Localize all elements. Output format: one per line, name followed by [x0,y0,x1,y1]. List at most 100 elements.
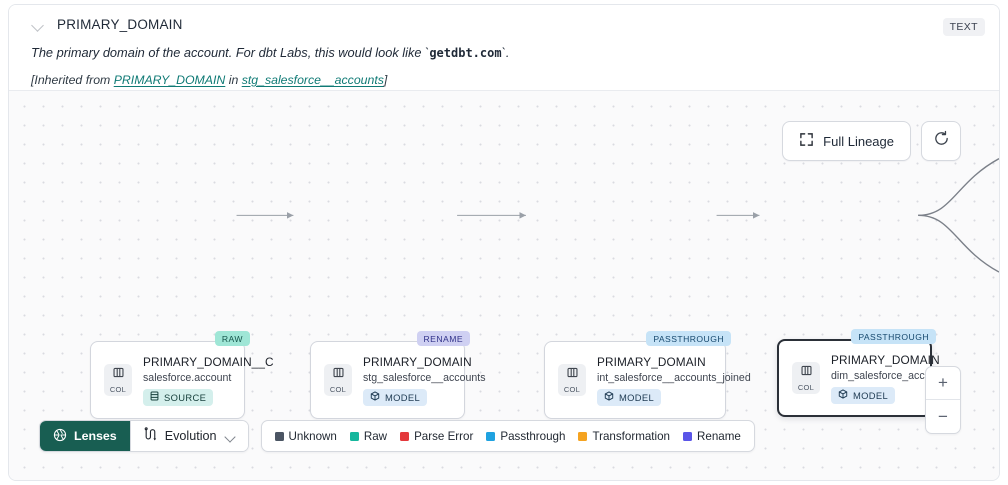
node-subtitle: int_salesforce__accounts_joined [597,371,751,384]
columns-icon [332,366,345,384]
lineage-legend: Unknown Raw Parse Error Passthrough [260,420,755,452]
node-body: COL PRIMARY_DOMAIN dim_salesforce_accoun… [779,341,951,415]
inherited-column-link[interactable]: PRIMARY_DOMAIN [113,73,226,87]
canvas-bottom-toolbar: Lenses Evolution [39,420,755,452]
node-kind-badge: MODEL [363,388,428,406]
inherited-suffix: ] [383,73,388,87]
legend-swatch [683,431,692,441]
node-kind-badge: SOURCE [143,388,214,406]
lenses-evolution-segment: Lenses Evolution [39,420,249,452]
node-tag: RENAME [416,331,470,346]
lenses-button[interactable]: Lenses [40,421,130,451]
aperture-icon [53,428,67,445]
chevron-down-icon[interactable] [31,18,45,32]
legend-swatch [486,431,496,441]
type-badge: TEXT [942,18,985,36]
legend-label: Rename [697,429,741,443]
canvas-top-controls: Full Lineage [782,121,961,161]
node-text: PRIMARY_DOMAIN stg_salesforce__accounts … [363,354,486,406]
evolution-dropdown[interactable]: Evolution [129,421,248,451]
node-text: PRIMARY_DOMAIN int_salesforce__accounts_… [597,354,751,406]
card-header: PRIMARY_DOMAIN TEXT The primary domain o… [9,5,999,91]
node-kind-badge: MODEL [831,386,896,404]
column-chip: COL [324,364,352,396]
legend-item: Unknown [274,429,337,443]
legend-label: Parse Error [414,429,474,443]
node-body: COL PRIMARY_DOMAIN__C salesforce.account [91,342,274,418]
zoom-in-button[interactable]: + [926,367,960,400]
inherited-model-link[interactable]: stg_salesforce__accounts [241,73,384,87]
node-subtitle: dim_salesforce_accounts [831,369,951,382]
node-kind-badge: MODEL [597,388,662,406]
inherited-mid: in [225,73,242,87]
page-title: PRIMARY_DOMAIN [57,17,183,32]
column-description: The primary domain of the account. For d… [31,45,509,60]
legend-item: Passthrough [486,430,565,443]
node-tag: PASSTHROUGH [646,331,731,346]
legend-label: Raw [363,429,388,443]
node-tag: PASSTHROUGH [851,329,936,344]
column-chip: COL [558,364,586,396]
node-text: PRIMARY_DOMAIN dim_salesforce_accounts M… [831,352,951,404]
legend-label: Unknown [288,429,337,443]
description-suffix: `. [501,45,510,60]
node-body: COL PRIMARY_DOMAIN stg_salesforce__accou… [311,342,486,418]
inherited-prefix: [Inherited from [31,73,114,87]
description-prefix: The primary domain of the account. For d… [31,45,430,60]
node-title: PRIMARY_DOMAIN [363,354,472,369]
columns-icon [112,366,125,384]
column-chip: COL [792,362,820,394]
evolution-icon [143,427,157,445]
node-subtitle: stg_salesforce__accounts [363,371,486,384]
columns-icon [566,366,579,384]
column-chip-label: COL [109,385,127,394]
lineage-canvas[interactable]: Full Lineage RAW [9,91,999,480]
refresh-button[interactable] [921,121,961,161]
node-subtitle: salesforce.account [143,371,232,384]
zoom-out-button[interactable]: − [938,406,948,426]
full-lineage-label: Full Lineage [823,133,894,149]
node-title: PRIMARY_DOMAIN [831,352,940,367]
chevron-down-icon [225,431,236,442]
node-title: PRIMARY_DOMAIN__C [143,354,274,369]
expand-icon [799,132,814,150]
node-body: COL PRIMARY_DOMAIN int_salesforce__accou… [545,342,751,418]
lineage-node-selected[interactable]: PASSTHROUGH COL PRIMARY_DOMAIN d [777,329,951,417]
cube-icon [604,391,614,403]
legend-label: Transformation [592,429,670,443]
legend-item: Raw [349,429,388,443]
legend-item: Transformation [578,430,670,443]
column-chip-label: COL [563,385,581,394]
evolution-label: Evolution [164,429,217,443]
lineage-node[interactable]: PASSTHROUGH COL PRIMARY_DOMAIN i [544,331,751,419]
node-kind-label: MODEL [385,391,421,403]
node-kind-label: MODEL [619,391,655,403]
lineage-node[interactable]: RENAME COL PRIMARY_DOMAIN stg_sa [310,331,486,419]
legend-label: Passthrough [500,429,566,443]
zoom-controls: + − [925,366,961,434]
cube-icon [370,391,380,403]
full-lineage-button[interactable]: Full Lineage [782,121,911,161]
legend-swatch [578,431,588,441]
description-code: getdbt.com [429,46,502,60]
cube-icon [838,389,848,401]
column-chip: COL [104,364,132,396]
lenses-label: Lenses [74,429,117,443]
inherited-from-note: [Inherited from PRIMARY_DOMAIN in stg_sa… [31,73,387,87]
database-icon [150,391,159,403]
node-kind-label: SOURCE [164,391,207,403]
legend-item: Parse Error [400,430,473,443]
legend-swatch [400,431,410,441]
node-kind-label: MODEL [853,389,889,401]
node-tag: RAW [214,331,250,346]
lineage-node[interactable]: RAW COL PRIMARY_DOMAIN__C salesf [90,331,274,419]
column-chip-label: COL [797,383,815,392]
legend-swatch [274,431,284,441]
column-chip-label: COL [329,385,347,394]
legend-swatch [349,431,359,441]
node-title: PRIMARY_DOMAIN [597,354,706,369]
header-title-row: PRIMARY_DOMAIN [31,17,183,32]
refresh-icon [933,130,950,152]
column-detail-card: PRIMARY_DOMAIN TEXT The primary domain o… [8,4,1000,481]
